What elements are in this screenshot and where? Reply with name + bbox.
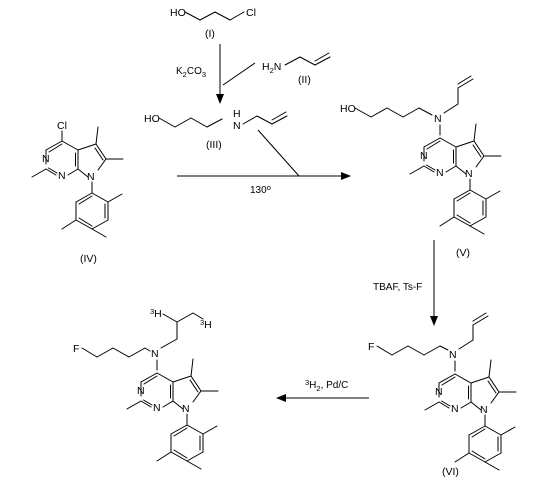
svg-text:N: N bbox=[233, 120, 241, 132]
conditions-r3: TBAF, Ts-F bbox=[373, 282, 422, 293]
arrow-r2 bbox=[177, 129, 351, 180]
svg-text:H2N: H2N bbox=[262, 61, 281, 75]
svg-text:HO: HO bbox=[144, 113, 160, 125]
conditions-r2: 130o bbox=[250, 183, 271, 196]
compound-V: HO N N N N (V) bbox=[340, 75, 502, 259]
svg-text:Cl: Cl bbox=[57, 120, 67, 132]
svg-text:N: N bbox=[137, 385, 145, 397]
svg-text:N: N bbox=[465, 168, 473, 180]
arrow-r1 bbox=[216, 44, 256, 104]
compound-III-label: (III) bbox=[206, 139, 222, 151]
conditions-r4: 3H2, Pd/C bbox=[305, 378, 348, 393]
svg-text:3H: 3H bbox=[200, 318, 212, 331]
compound-I-chlorine: Cl bbox=[246, 7, 256, 19]
compound-IV-label: (IV) bbox=[80, 253, 97, 265]
svg-text:N: N bbox=[182, 403, 190, 415]
svg-text:F: F bbox=[73, 343, 79, 355]
compound-I-label: (I) bbox=[205, 28, 215, 40]
compound-III: HO H N (III) bbox=[144, 108, 288, 151]
compound-I-hydroxyl: HO bbox=[170, 7, 186, 19]
arrow-r3 bbox=[430, 240, 438, 326]
svg-text:3H: 3H bbox=[150, 307, 162, 320]
svg-text:N: N bbox=[87, 171, 95, 183]
compound-II: H2N (II) bbox=[262, 52, 331, 86]
conditions-r1: K2CO3 bbox=[176, 66, 206, 79]
svg-text:N: N bbox=[436, 167, 444, 179]
svg-text:F: F bbox=[368, 341, 374, 353]
svg-text:N: N bbox=[451, 403, 459, 415]
compound-V-label: (V) bbox=[456, 247, 470, 259]
compound-IV: Cl N N N (IV) bbox=[31, 120, 124, 265]
svg-text:N: N bbox=[420, 150, 428, 162]
svg-text:N: N bbox=[480, 404, 488, 416]
compound-VI: F N N N N (VI) bbox=[368, 312, 517, 478]
svg-text:3H2, Pd/C: 3H2, Pd/C bbox=[305, 378, 348, 393]
svg-text:N: N bbox=[42, 153, 50, 165]
svg-text:N: N bbox=[153, 402, 161, 414]
compound-II-label: (II) bbox=[298, 74, 311, 86]
compound-VI-label: (VI) bbox=[442, 466, 459, 478]
svg-text:K2CO3: K2CO3 bbox=[176, 66, 206, 79]
svg-text:H: H bbox=[233, 108, 241, 120]
svg-text:HO: HO bbox=[340, 103, 356, 115]
svg-text:130o: 130o bbox=[250, 183, 271, 196]
svg-text:N: N bbox=[151, 348, 159, 360]
compound-I: HO Cl (I) bbox=[170, 7, 256, 40]
svg-text:N: N bbox=[434, 113, 442, 125]
svg-text:N: N bbox=[435, 386, 443, 398]
arrow-r4 bbox=[276, 394, 369, 402]
svg-text:N: N bbox=[58, 170, 66, 182]
svg-text:N: N bbox=[449, 349, 457, 361]
compound-product: F N 3H 3H N N N bbox=[73, 307, 219, 470]
